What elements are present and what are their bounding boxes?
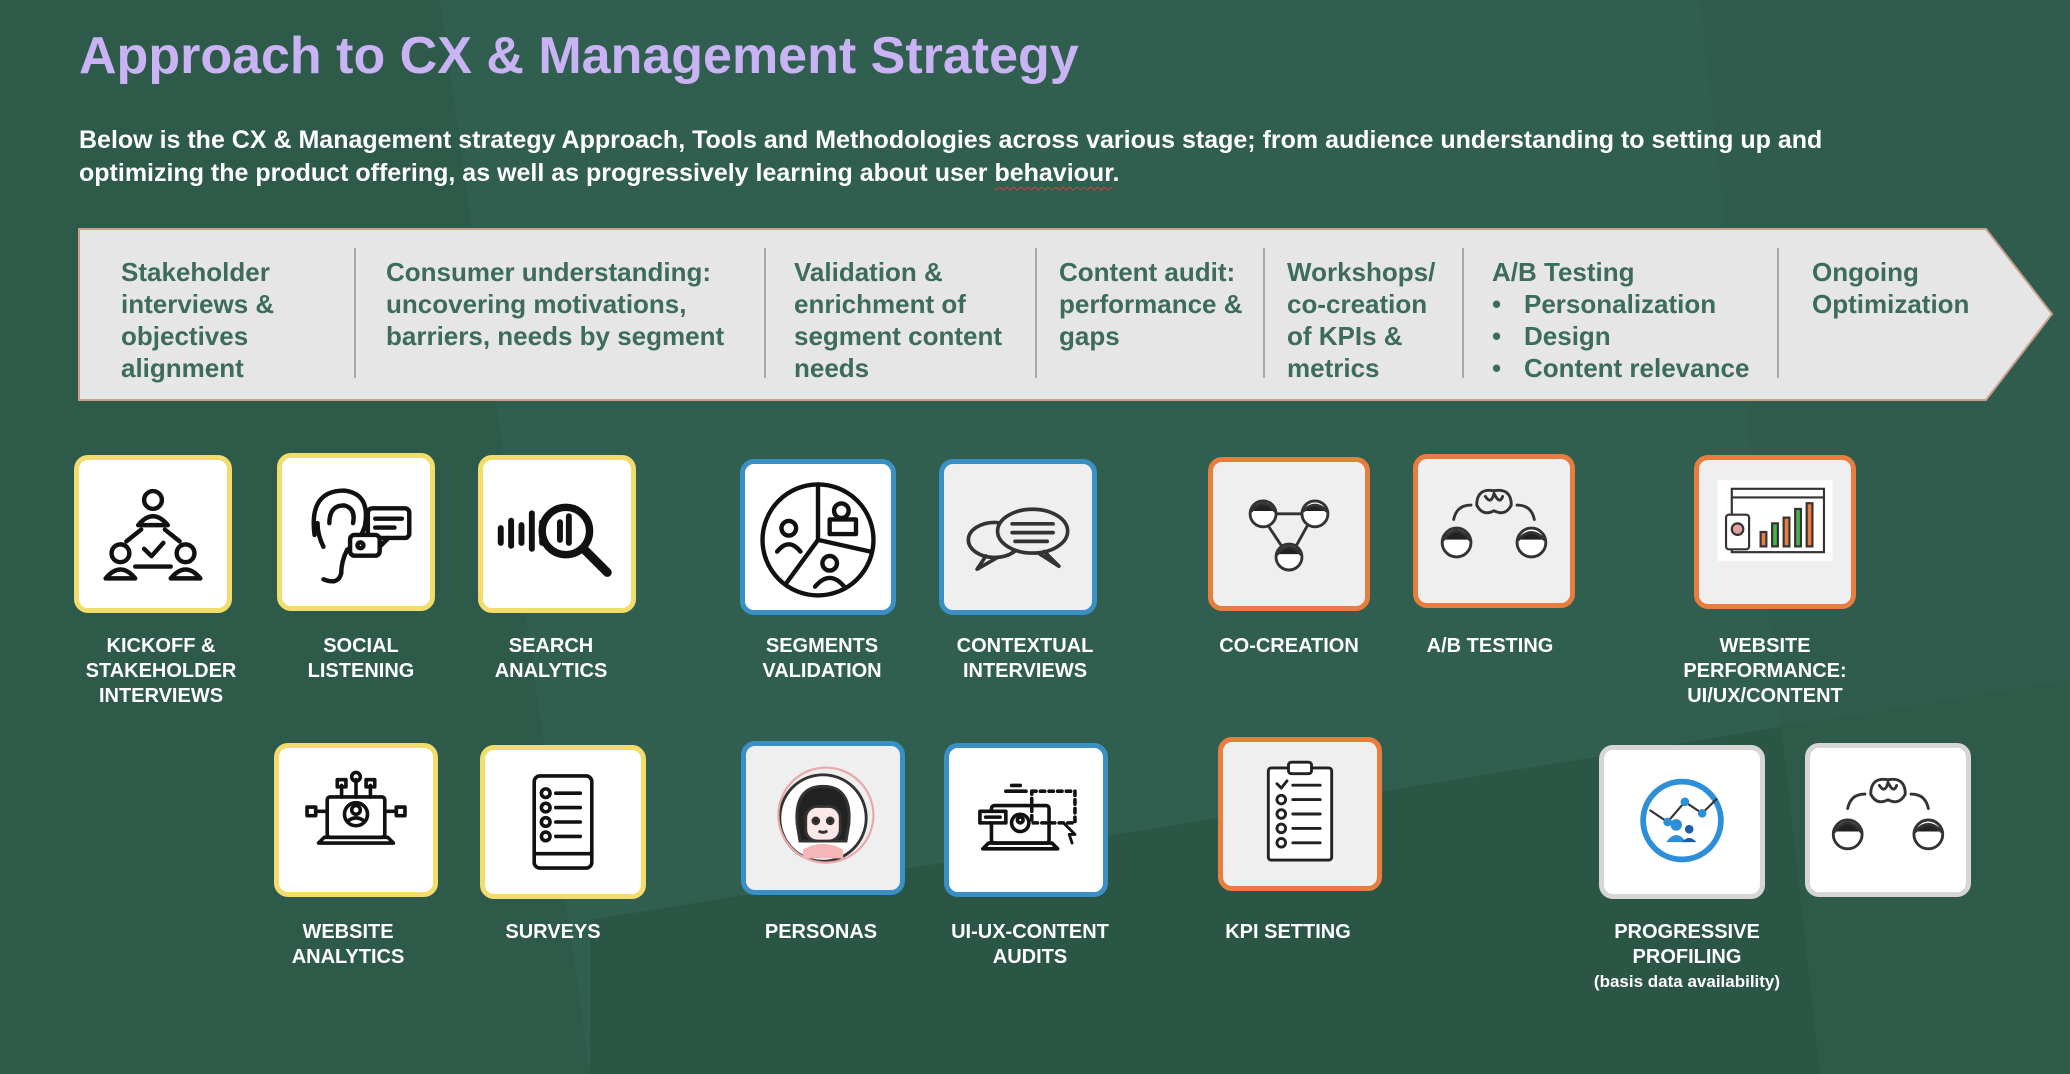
stage-ab-list: Personalization Design Content relevance	[1492, 288, 1782, 384]
tile-kickoff	[74, 455, 232, 613]
stage-divider	[1462, 248, 1464, 378]
label-contextual: Contextual Interviews	[956, 635, 1094, 682]
stage-ab-testing: A/B Testing Personalization Design Conte…	[1492, 256, 1782, 384]
label-profiling: Progressive Profiling	[1614, 921, 1760, 968]
label-social: Social Listening	[307, 635, 415, 682]
ear-chat-icon	[311, 488, 412, 584]
analytics-laptop-icon	[305, 770, 407, 845]
tile-segments	[740, 459, 896, 615]
tile-contextual	[939, 459, 1097, 615]
audit-screen-icon	[978, 783, 1077, 851]
stage-consumer: Consumer understanding: uncovering motiv…	[386, 257, 725, 351]
kpi-clipboard-icon	[1266, 760, 1334, 862]
brain-people-icon	[1831, 777, 1945, 851]
page-title: Approach to CX & Management Strategy	[79, 27, 1079, 85]
label-kickoff: Kickoff & Stakeholder Interviews	[85, 635, 237, 707]
stage-workshops: Workshops/ co-creation of KPIs & metrics	[1287, 257, 1436, 383]
stage-divider	[1263, 248, 1265, 378]
stage-ab-item: Personalization	[1492, 288, 1782, 320]
persona-avatar-icon	[777, 766, 875, 864]
stage-stakeholder: Stakeholder interviews & objectives alig…	[121, 257, 275, 383]
tile-webanalytics	[274, 743, 438, 897]
tile-audits	[944, 743, 1108, 897]
label-webperf: Website Performance: UI/UX/Content	[1683, 635, 1847, 707]
co-creation-people-icon	[1248, 499, 1330, 572]
tile-webperf	[1694, 455, 1856, 609]
label-personas: Personas	[764, 921, 878, 943]
tile-cocreation	[1208, 457, 1370, 611]
ab-testing-brain-icon	[1440, 488, 1548, 559]
stage-content-audit: Content audit: performance & gaps	[1059, 257, 1243, 351]
search-analytics-icon	[497, 503, 612, 577]
performance-dashboard-icon	[1717, 480, 1833, 561]
tile-surveys	[480, 745, 646, 899]
stage-optimization: Ongoing Optimization	[1812, 257, 1970, 319]
page-subtitle: Below is the CX & Management strategy Ap…	[79, 126, 1823, 187]
tile-social	[277, 453, 435, 611]
label-kpi: KPI Setting	[1225, 921, 1351, 943]
stage-ab-item: Content relevance	[1492, 352, 1782, 384]
survey-tablet-icon	[532, 774, 594, 870]
chat-bubbles-icon	[966, 507, 1070, 571]
stage-divider	[764, 248, 766, 378]
stage-ab-title: A/B Testing	[1492, 257, 1635, 287]
spellcheck-word: behaviour	[994, 159, 1113, 187]
label-cocreation: Co-Creation	[1219, 635, 1359, 657]
label-audits: UI-UX-Content Audits	[951, 921, 1109, 968]
tile-personas	[741, 741, 905, 895]
stage-validation: Validation & enrichment of segment conte…	[794, 257, 1003, 383]
label-abtesting: A/B Testing	[1426, 635, 1554, 657]
label-webanalytics: Website Analytics	[291, 921, 405, 968]
stage-divider	[1035, 248, 1037, 378]
stage-divider	[354, 248, 356, 378]
label-segments: Segments Validation	[762, 635, 882, 682]
stage-divider	[1777, 248, 1779, 378]
tile-profiling	[1599, 745, 1765, 899]
tile-abtesting	[1413, 454, 1575, 608]
stage-ab-item: Design	[1492, 320, 1782, 352]
progressive-profiling-icon	[1635, 770, 1729, 871]
profiling-note: (basis data availability)	[1593, 972, 1781, 991]
label-surveys: Surveys	[505, 921, 601, 943]
segments-circle-icon	[760, 482, 876, 598]
people-network-icon	[103, 488, 203, 581]
label-search: Search Analytics	[494, 635, 608, 682]
tile-kpi	[1218, 737, 1382, 891]
tile-brain-people	[1805, 743, 1971, 897]
tile-search	[478, 455, 636, 613]
